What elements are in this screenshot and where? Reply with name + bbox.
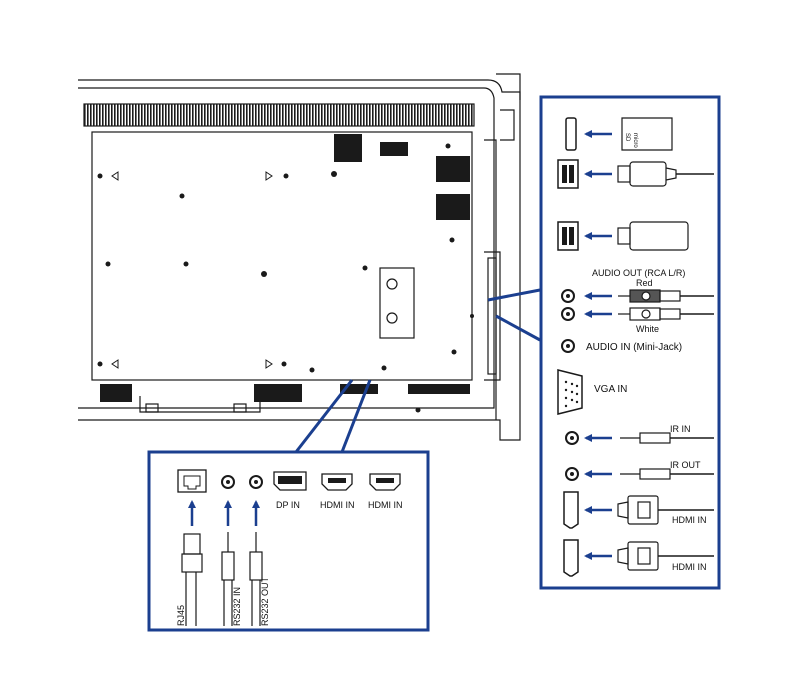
rj45-label: RJ45 — [176, 605, 186, 626]
usb-a-port-icon — [557, 159, 579, 189]
mini-jack-icon — [565, 467, 579, 481]
rs232-in-label: RS232 IN — [232, 587, 242, 626]
hdmi-in-a-label: HDMI IN — [320, 500, 355, 510]
usb-stick-row — [557, 221, 689, 251]
rj45-plug-icon — [181, 533, 203, 626]
dp-in-label: DP IN — [276, 500, 300, 510]
ir-out-label: IR OUT — [670, 460, 701, 470]
vga-in-label: VGA IN — [594, 384, 627, 395]
top-vent-grille — [83, 103, 475, 127]
monitor-rear-view — [78, 73, 521, 441]
red-label: Red — [636, 278, 653, 288]
mini-jack-icon — [249, 475, 263, 489]
microsd-row: micro SD — [565, 117, 673, 151]
ir-in-label: IR IN — [670, 424, 691, 434]
dp-in-column: DP IN — [273, 471, 307, 510]
screw-holes — [97, 143, 474, 413]
rj45-column: RJ45 — [176, 469, 207, 626]
white-label: White — [636, 324, 659, 334]
rs232-out-column: RS232 OUT — [249, 475, 270, 626]
audio-out-row: AUDIO OUT (RCA L/R) Red White — [561, 268, 714, 334]
microsd-slot-icon — [565, 117, 577, 151]
ir-in-row: IR IN — [565, 424, 714, 445]
usb-a-port-icon — [557, 221, 579, 251]
audio-in-label: AUDIO IN (Mini-Jack) — [586, 342, 682, 353]
rca-jack-icon — [561, 307, 575, 321]
mini-jack-icon — [221, 475, 235, 489]
hdmi-plug-icon — [617, 495, 714, 525]
svg-text:SD: SD — [624, 133, 630, 142]
displayport-icon — [273, 471, 307, 491]
svg-text:micro: micro — [632, 133, 638, 148]
vga-in-row: VGA IN — [557, 369, 627, 415]
hdmi-in-row-2: HDMI IN — [563, 539, 714, 577]
rear-plate — [91, 131, 473, 381]
hdmi-in-2-label: HDMI IN — [672, 562, 707, 572]
vga-port-icon — [557, 369, 583, 415]
usb-cable-row — [557, 159, 714, 189]
microsd-card-icon — [621, 117, 673, 151]
mini-jack-icon — [565, 431, 579, 445]
usb-cable-icon — [617, 161, 714, 187]
hdmi-port-icon — [563, 491, 579, 529]
rj45-port-icon — [177, 469, 207, 493]
usb-stick-icon — [617, 221, 689, 251]
rear-vents — [100, 134, 470, 402]
ir-out-row: IR OUT — [565, 460, 714, 481]
hdmi-in-row-1: HDMI IN — [563, 491, 714, 529]
audio-in-row: AUDIO IN (Mini-Jack) — [561, 339, 682, 353]
hdmi-port-icon — [321, 473, 353, 491]
hdmi-in-b-label: HDMI IN — [368, 500, 403, 510]
hdmi-plug-icon — [617, 541, 714, 571]
audio-out-label: AUDIO OUT (RCA L/R) — [592, 268, 685, 278]
rca-jack-icon — [561, 289, 575, 303]
hdmi-in-1-label: HDMI IN — [672, 515, 707, 525]
hdmi-port-icon — [369, 473, 401, 491]
hdmi-port-icon — [563, 539, 579, 577]
rs232-out-label: RS232 OUT — [260, 576, 270, 626]
hdmi-in-column-b: HDMI IN — [368, 473, 403, 510]
callout-lines — [294, 288, 541, 453]
hdmi-in-column-a: HDMI IN — [320, 473, 355, 510]
mini-jack-icon — [561, 339, 575, 353]
rs232-in-column: RS232 IN — [221, 475, 242, 626]
